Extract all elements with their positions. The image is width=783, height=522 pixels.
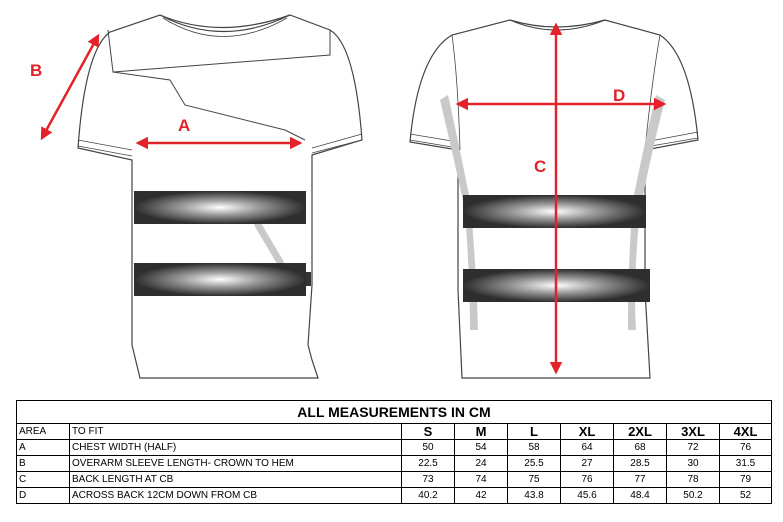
area-cell: C [16, 471, 70, 488]
size-header: 2XL [613, 423, 667, 440]
value-cell: 22.5 [401, 455, 455, 472]
fit-cell: BACK LENGTH AT CB [69, 471, 402, 488]
area-cell: A [16, 439, 70, 456]
size-chart-table: ALL MEASUREMENTS IN CM AREA TO FIT S M L… [16, 400, 772, 504]
value-cell: 30 [666, 455, 720, 472]
value-cell: 64 [560, 439, 614, 456]
arrow-b-sleeve-length [40, 33, 100, 141]
value-cell: 40.2 [401, 487, 455, 504]
garment-illustration: A B C D [30, 14, 699, 379]
value-cell: 43.8 [507, 487, 561, 504]
table-row: B OVERARM SLEEVE LENGTH- CROWN TO HEM 22… [16, 455, 772, 472]
table-title: ALL MEASUREMENTS IN CM [16, 400, 772, 424]
table-row: A CHEST WIDTH (HALF) 50 54 58 64 68 72 7… [16, 439, 772, 456]
fit-header: TO FIT [69, 423, 402, 440]
label-d: D [613, 86, 625, 105]
value-cell: 28.5 [613, 455, 667, 472]
value-cell: 77 [613, 471, 667, 488]
area-cell: B [16, 455, 70, 472]
table-row: C BACK LENGTH AT CB 73 74 75 76 77 78 79 [16, 471, 772, 488]
value-cell: 76 [560, 471, 614, 488]
front-yoke-seam [107, 29, 306, 141]
value-cell: 27 [560, 455, 614, 472]
value-cell: 48.4 [613, 487, 667, 504]
back-tshirt [409, 19, 699, 379]
value-cell: 50 [401, 439, 455, 456]
value-cell: 79 [719, 471, 772, 488]
back-reflective-band-upper [463, 195, 646, 228]
value-cell: 42 [454, 487, 508, 504]
table-row: D ACROSS BACK 12CM DOWN FROM CB 40.2 42 … [16, 487, 772, 504]
front-reflective-band-upper [134, 191, 306, 224]
size-header: XL [560, 423, 614, 440]
value-cell: 31.5 [719, 455, 772, 472]
front-reflective-band-lower [134, 263, 306, 296]
label-c: C [534, 157, 546, 176]
value-cell: 45.6 [560, 487, 614, 504]
value-cell: 58 [507, 439, 561, 456]
fit-cell: ACROSS BACK 12CM DOWN FROM CB [69, 487, 402, 504]
value-cell: 75 [507, 471, 561, 488]
value-cell: 76 [719, 439, 772, 456]
area-cell: D [16, 487, 70, 504]
area-header: AREA [16, 423, 70, 440]
label-b: B [30, 61, 42, 80]
value-cell: 54 [454, 439, 508, 456]
size-header: 3XL [666, 423, 720, 440]
size-header: M [454, 423, 508, 440]
value-cell: 68 [613, 439, 667, 456]
value-cell: 72 [666, 439, 720, 456]
fit-cell: OVERARM SLEEVE LENGTH- CROWN TO HEM [69, 455, 402, 472]
front-collar [159, 14, 291, 33]
value-cell: 74 [454, 471, 508, 488]
value-cell: 24 [454, 455, 508, 472]
size-header: S [401, 423, 455, 440]
value-cell: 50.2 [666, 487, 720, 504]
size-header: 4XL [719, 423, 772, 440]
front-tshirt [77, 14, 363, 379]
value-cell: 52 [719, 487, 772, 504]
label-a: A [178, 116, 190, 135]
fit-cell: CHEST WIDTH (HALF) [69, 439, 402, 456]
value-cell: 73 [401, 471, 455, 488]
value-cell: 78 [666, 471, 720, 488]
value-cell: 25.5 [507, 455, 561, 472]
size-header: L [507, 423, 561, 440]
table-header-row: AREA TO FIT S M L XL 2XL 3XL 4XL [16, 423, 772, 440]
